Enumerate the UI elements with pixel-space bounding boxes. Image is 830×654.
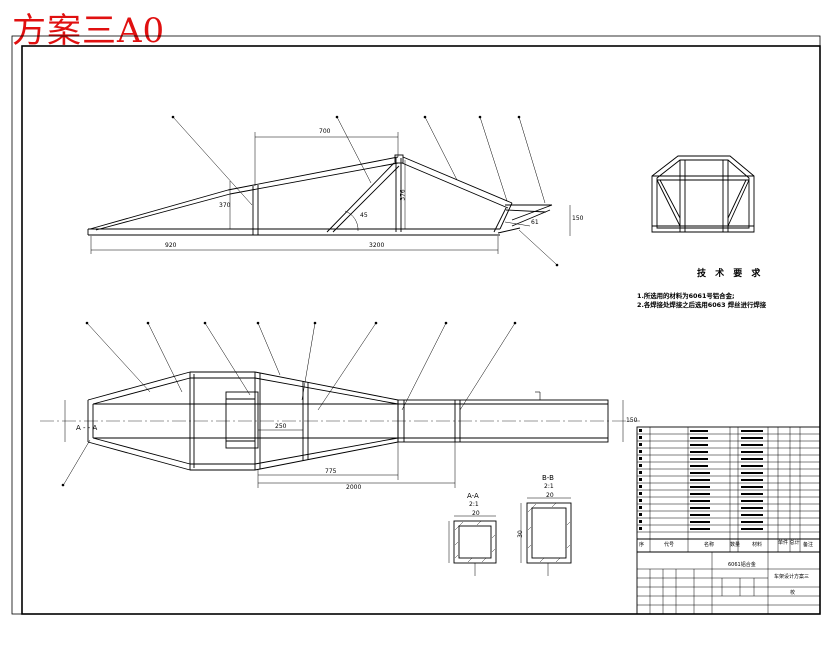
dim-2000: 2000 [346,484,362,491]
tech-requirement-2: 2.各焊接处焊接之后选用6063 焊丝进行焊接 [637,301,767,309]
dim-45: 45 [360,212,368,219]
outer-border [11,35,821,615]
section-aa [448,515,497,576]
tech-requirements-title: 技 术 要 求 [697,269,764,279]
dim-150-side: 150 [572,215,584,222]
dim-150-top: 150 [626,417,638,424]
dim-250: 250 [275,423,287,430]
bom-header-qty: 数量 [730,542,741,548]
section-aa-scale: 2:1 [469,501,479,508]
dim-920: 920 [165,242,177,249]
bom-header-weight: 单件 总计 [778,540,800,546]
dim-3200: 3200 [369,242,385,249]
bom-header-index: 序 [639,542,645,548]
dim-370: 370 [219,202,231,209]
section-bb-height: 30 [516,530,524,538]
side-view [87,116,571,265]
title-block-material: 6061铝合金 [728,562,756,568]
title-block-drawing-name: 车架设计方案三 [774,574,810,580]
top-view [40,322,640,488]
section-bb [520,497,572,576]
section-aa-width: 20 [472,510,480,517]
section-mark-aa: A - - A [76,424,98,432]
bom-header-remark: 备注 [803,542,814,548]
bom-header-material: 材料 [752,542,763,548]
bom-row-marks [639,429,763,530]
end-view [651,155,755,233]
dim-775: 775 [325,468,337,475]
section-bb-hatch [527,502,571,563]
inner-border [21,45,821,615]
section-aa-title: A-A [467,492,479,500]
section-bb-scale: 2:1 [544,483,554,490]
section-bb-title: B-B [542,474,554,482]
dim-61: 61 [531,219,539,226]
drawing-stamp: 方案三A0 [12,11,166,51]
dim-700: 700 [319,128,331,135]
title-block-company: 校 [790,590,796,596]
section-aa-hatch [454,520,496,563]
bom-header-code: 代号 [664,542,675,548]
tech-requirement-1: 1.所选用的材料为6061号铝合金; [637,292,735,300]
title-block-grid [636,426,821,615]
top-view-balloons [61,321,517,487]
section-bb-width: 20 [546,492,554,499]
dim-376: 376 [399,189,407,201]
side-view-balloons [171,115,559,267]
bom-header-name: 名称 [704,542,715,548]
